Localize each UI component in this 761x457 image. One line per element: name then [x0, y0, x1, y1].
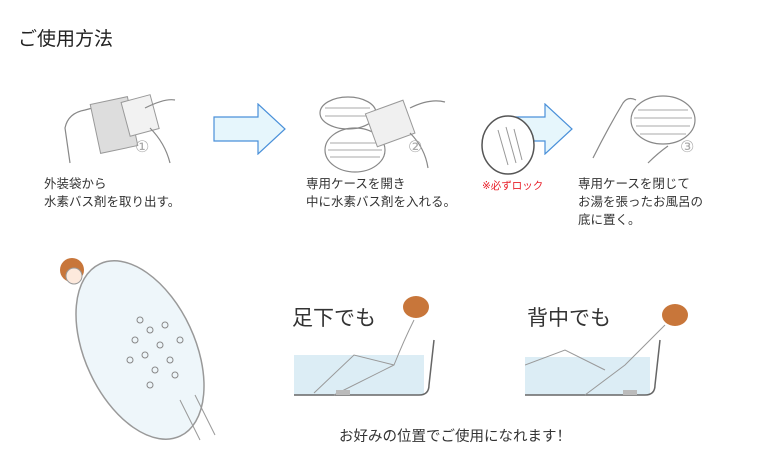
bath-back-position-illustration	[525, 304, 688, 396]
step2-caption: 専用ケースを開き 中に水素バス剤を入れる。	[306, 176, 457, 209]
bath-feet-position-illustration	[294, 296, 435, 396]
back-position-label: 背中でも	[527, 306, 611, 330]
page-title: ご使用方法	[18, 28, 114, 50]
lock-closeup-illustration	[481, 115, 535, 175]
footer-note: お好みの位置でご使用になれます！	[339, 429, 571, 445]
step1-hands-illustration	[64, 94, 176, 164]
feet-position-label: 足下でも	[292, 306, 376, 330]
step1-caption: 外装袋から 水素バス剤を取り出す。	[44, 176, 181, 209]
step1-number: ①	[135, 137, 150, 156]
step3-number: ③	[680, 137, 695, 156]
step2-number: ②	[408, 137, 423, 156]
step3-caption: 専用ケースを閉じて お湯を張ったお風呂の 底に置く。	[578, 176, 704, 227]
bathtub-topview-illustration	[60, 258, 216, 441]
arrow-right-icon	[213, 103, 286, 155]
step2-case-illustration	[319, 96, 446, 173]
step3-closed-case-illustration	[592, 95, 696, 164]
lock-note: ※必ずロック	[482, 180, 544, 192]
